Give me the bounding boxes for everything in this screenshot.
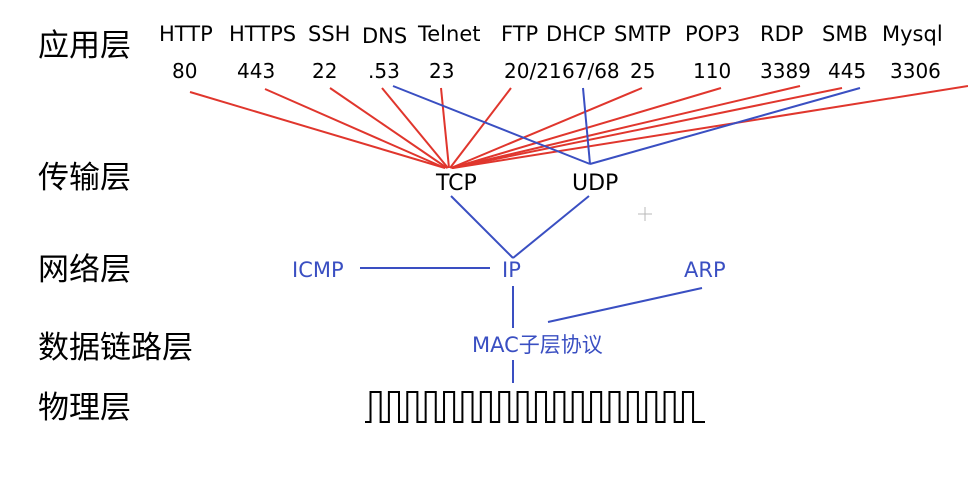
layer-label-network: 网络层	[38, 252, 131, 288]
layer-label-transport: 传输层	[38, 160, 131, 196]
protocol-name: Mysql	[882, 22, 943, 46]
tcp-line-ftp	[449, 87, 512, 169]
tcp-line-smtp	[450, 87, 643, 169]
protocol-port: 22	[312, 59, 337, 83]
protocol-name: HTTP	[159, 22, 213, 46]
icmp-node-label: ICMP	[292, 258, 344, 282]
protocol-port: 67/68	[562, 59, 620, 83]
tcp-line-http	[189, 91, 446, 169]
protocol-name: FTP	[501, 22, 538, 46]
tcp-to-ip-line	[450, 195, 514, 259]
udp-line-dns	[392, 85, 591, 165]
layer-label-application: 应用层	[38, 28, 131, 64]
tcp-connection-lines	[189, 85, 968, 169]
protocol-name: DHCP	[546, 22, 605, 46]
protocol-name: SMB	[822, 22, 868, 46]
tcp-node-label: TCP	[435, 171, 477, 196]
protocol-name: DNS	[362, 24, 407, 48]
tcp-line-https	[264, 88, 446, 169]
protocol-port: 443	[237, 59, 275, 83]
crosshair-cursor-icon	[638, 207, 652, 221]
protocol-name: POP3	[685, 22, 740, 46]
protocol-name: Telnet	[417, 22, 480, 46]
protocol-name: HTTPS	[229, 22, 296, 46]
tcp-line-telnet	[440, 87, 450, 169]
protocol-port: 110	[693, 59, 731, 83]
udp-node-label: UDP	[572, 171, 618, 196]
protocol-port: 3389	[760, 59, 811, 83]
arp-to-mac-line	[547, 287, 703, 323]
udp-to-ip-line	[512, 195, 590, 259]
protocol-port: 23	[429, 59, 454, 83]
protocol-port: 80	[172, 59, 197, 83]
ip-node-label: IP	[502, 258, 521, 282]
arp-node-label: ARP	[684, 258, 726, 282]
layer-label-physical: 物理层	[38, 390, 131, 426]
protocol-port: 3306	[890, 59, 941, 83]
protocol-name: RDP	[760, 22, 803, 46]
physical-signal-wave	[365, 391, 705, 423]
mac-node-label: MAC子层协议	[472, 333, 603, 357]
layer-label-datalink: 数据链路层	[38, 330, 193, 366]
tcp-line-mysql	[452, 85, 968, 169]
udp-connection-lines	[392, 85, 861, 165]
protocol-port: 20/21	[504, 59, 562, 83]
protocol-name: SMTP	[614, 22, 671, 46]
tcp-line-smb	[451, 87, 843, 169]
protocol-port: 445	[828, 59, 866, 83]
tcp-line-rdp	[451, 85, 801, 169]
tcp-line-ssh	[329, 87, 448, 169]
udp-line-smb	[589, 87, 861, 165]
tcp-line-dns	[381, 87, 449, 169]
udp-line-dhcp	[582, 87, 591, 165]
protocol-port: .53	[368, 59, 400, 83]
protocol-port: 25	[630, 59, 655, 83]
protocol-name: SSH	[308, 22, 350, 46]
